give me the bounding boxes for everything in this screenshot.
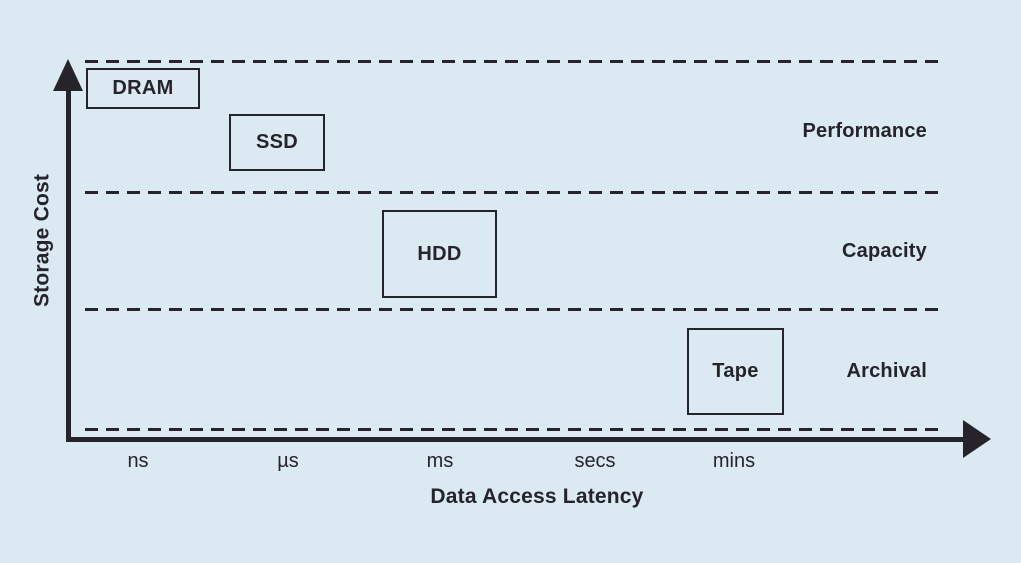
storage-box-tape: Tape [687,328,784,415]
storage-box-dram-label: DRAM [112,77,174,99]
tier-divider-bottom [85,428,940,431]
zone-label-performance: Performance [802,120,927,142]
tier-divider-top [85,60,940,63]
x-tick-us: µs [277,450,299,472]
storage-box-hdd-label: HDD [417,242,462,265]
x-tick-mins: mins [712,450,756,472]
storage-box-tape-label: Tape [712,360,759,382]
zone-label-archival: Archival [846,360,927,382]
x-axis-line [66,437,964,442]
storage-box-hdd: HDD [382,210,497,298]
storage-box-ssd-label: SSD [255,131,299,153]
storage-box-dram: DRAM [86,68,200,109]
x-tick-ns: ns [127,450,149,472]
zone-label-capacity: Capacity [842,240,927,262]
tier-divider-performance-capacity [85,191,940,194]
y-axis-line [66,72,71,442]
y-axis-title: Storage Cost [30,173,54,308]
x-tick-ms: ms [426,450,454,472]
tier-divider-capacity-archival [85,308,940,311]
x-axis-arrow-icon [963,420,991,458]
storage-box-ssd: SSD [229,114,325,171]
x-axis-title: Data Access Latency [430,485,644,508]
x-tick-secs: secs [574,450,616,472]
